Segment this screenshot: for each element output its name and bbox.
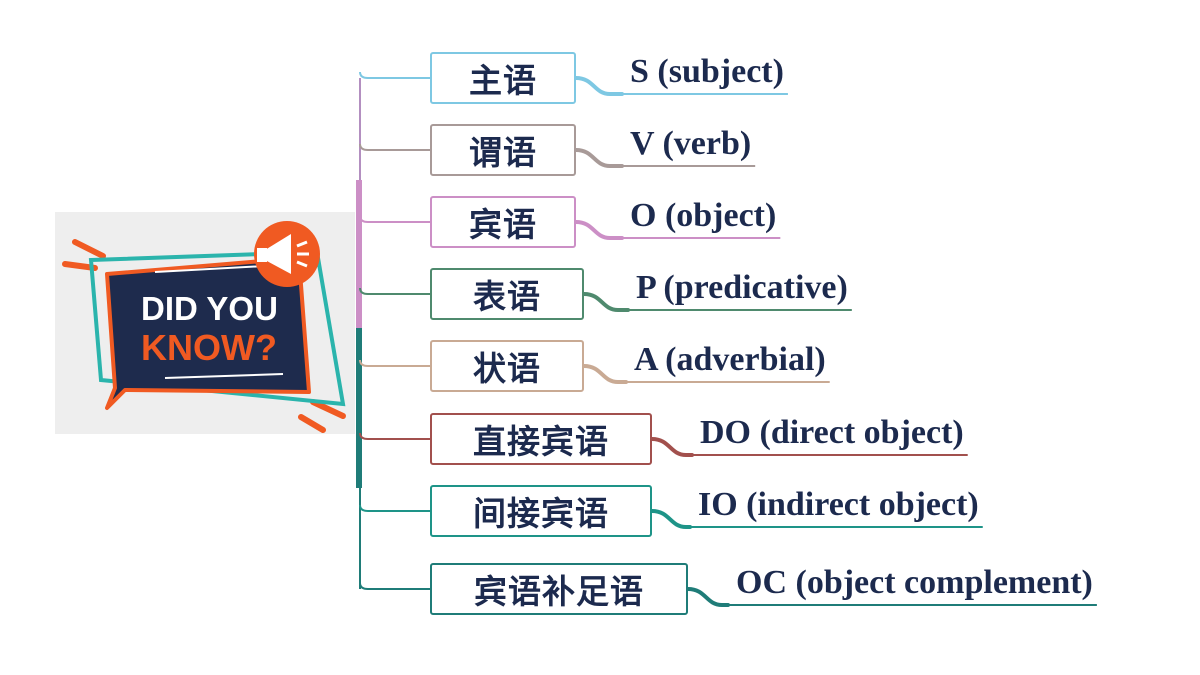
term-node-zh: 直接宾语 — [430, 413, 652, 465]
branch-line — [359, 143, 430, 151]
term-connector — [574, 148, 624, 168]
term-label-en: S (subject) — [630, 53, 784, 90]
branch-line — [359, 71, 430, 79]
term-connector — [650, 437, 694, 457]
term-node-zh: 表语 — [430, 268, 584, 320]
term-connector — [582, 364, 628, 384]
term-connector — [686, 587, 730, 607]
megaphone-icon — [254, 221, 320, 287]
term-label-en: V (verb) — [630, 125, 752, 162]
term-connector — [574, 220, 624, 240]
branch-line — [359, 504, 430, 512]
did-you-know-badge: DID YOU KNOW? — [55, 212, 355, 434]
term-node-zh: 谓语 — [430, 124, 576, 176]
branch-line — [359, 215, 430, 223]
teal-frame — [88, 249, 346, 407]
term-node-zh: 宾语补足语 — [430, 563, 688, 615]
branch-line — [359, 432, 430, 440]
term-connector — [650, 509, 692, 529]
term-label-en: IO (indirect object) — [698, 486, 979, 523]
trunk-accent-upper — [356, 180, 362, 328]
burst-rays-right — [298, 399, 346, 433]
term-node-zh: 状语 — [430, 340, 584, 392]
badge-line2: KNOW? — [141, 327, 277, 368]
trunk-accent-lower — [356, 328, 362, 488]
term-label-en: A (adverbial) — [634, 341, 826, 378]
term-node-zh: 间接宾语 — [430, 485, 652, 537]
term-label-en: O (object) — [630, 197, 777, 234]
burst-rays-left — [62, 239, 106, 271]
badge-line1: DID YOU — [141, 290, 278, 327]
branch-line — [359, 287, 430, 295]
branch-line — [359, 359, 430, 367]
term-label-en: P (predicative) — [636, 269, 848, 306]
badge-graphic: DID YOU KNOW? — [62, 221, 346, 433]
term-label-en: DO (direct object) — [700, 414, 964, 451]
term-connector — [582, 292, 630, 312]
term-connector — [574, 76, 624, 96]
term-label-en: OC (object complement) — [736, 564, 1093, 601]
term-node-zh: 主语 — [430, 52, 576, 104]
term-node-zh: 宾语 — [430, 196, 576, 248]
branch-line — [359, 582, 430, 590]
